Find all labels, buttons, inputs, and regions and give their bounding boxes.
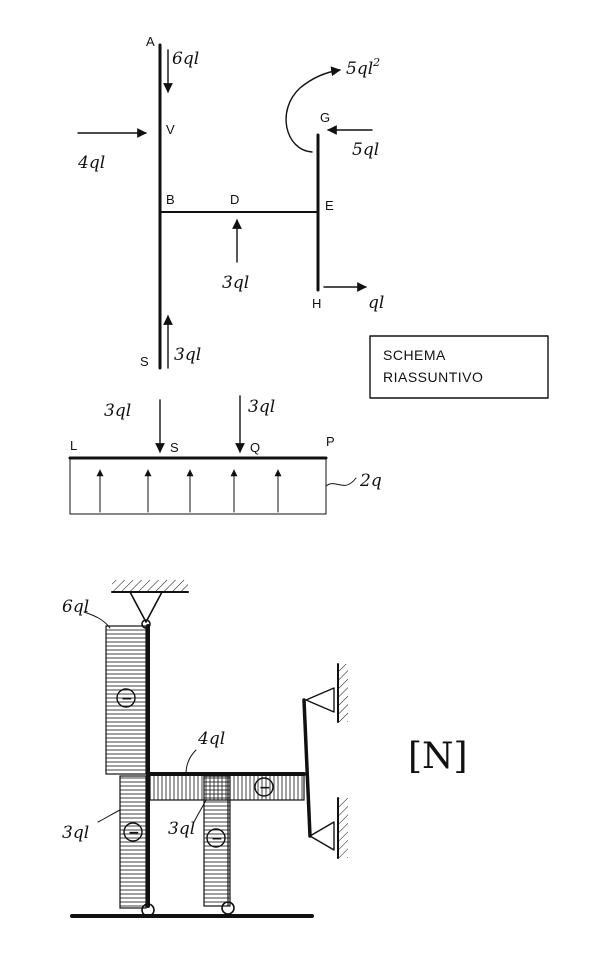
leader-beam xyxy=(185,749,197,775)
sign-circle-mid xyxy=(206,828,226,848)
beam-scheme: 2q 3ql 3ql L S Q P xyxy=(68,395,382,515)
point-s2: S xyxy=(170,440,179,455)
load-beam-q: 3ql xyxy=(248,397,275,417)
n-mid-column xyxy=(203,775,231,907)
load-g: 5ql xyxy=(352,140,379,160)
load-v: 4ql xyxy=(77,153,105,173)
schema-line2: RIASSUNTIVO xyxy=(383,369,483,385)
right-support-bottom xyxy=(309,821,335,851)
right-support-top-hatch xyxy=(338,664,348,722)
n-left-upper xyxy=(105,625,147,775)
dist-load-leader xyxy=(325,477,357,487)
moment-arc-g xyxy=(285,66,341,153)
diagram-title: [N] xyxy=(408,736,468,777)
moment-base: 5ql xyxy=(346,59,373,79)
load-h: ql xyxy=(368,293,384,313)
normal-force-diagram: − − − − 6ql 4ql 3ql 3ql [N] xyxy=(62,580,468,918)
schema-frame xyxy=(369,335,549,399)
n-value-left-bottom: 3ql xyxy=(62,823,89,843)
right-support-top xyxy=(305,687,335,713)
n-left-lower xyxy=(119,775,147,909)
n-value-top: 6ql xyxy=(62,597,89,617)
ground-pin-left xyxy=(141,903,155,917)
schema-box: SCHEMA RIASSUNTIVO xyxy=(369,335,549,399)
point-q: Q xyxy=(250,440,260,455)
point-v: V xyxy=(166,122,175,137)
leader-left-bottom xyxy=(97,809,121,823)
point-a: A xyxy=(146,34,155,49)
point-d: D xyxy=(230,192,239,207)
sign-circle-left-lower xyxy=(123,822,143,842)
point-e: E xyxy=(325,198,334,213)
leader-top xyxy=(83,611,111,629)
schema-line1: SCHEMA xyxy=(383,347,446,363)
sign-left-lower: − xyxy=(128,825,140,841)
point-p: P xyxy=(326,434,335,449)
ground-pin-mid xyxy=(221,901,235,915)
load-beam-s: 3ql xyxy=(104,401,131,421)
point-b: B xyxy=(166,192,175,207)
n-value-mid-bottom: 3ql xyxy=(168,819,195,839)
dist-load-label: 2q xyxy=(359,471,382,491)
sign-left-upper: − xyxy=(121,691,133,707)
moment-exp: 2 xyxy=(372,56,380,69)
sign-circle-beam xyxy=(254,777,274,797)
load-moment-g: 5ql2 xyxy=(346,56,380,79)
sign-circle-left-upper xyxy=(116,688,136,708)
load-a: 6ql xyxy=(172,49,199,69)
frame-structure xyxy=(158,43,320,370)
leader-mid xyxy=(193,799,207,823)
top-support-hinge xyxy=(129,591,163,623)
point-h: H xyxy=(312,296,321,311)
load-s: 3ql xyxy=(174,345,201,365)
load-d: 3ql xyxy=(222,273,249,293)
point-s: S xyxy=(140,354,149,369)
sign-beam: − xyxy=(259,780,271,796)
point-l: L xyxy=(70,438,77,453)
n-value-beam: 4ql xyxy=(197,729,225,749)
right-support-bottom-hatch xyxy=(338,798,348,858)
point-g: G xyxy=(320,110,330,125)
sign-mid: − xyxy=(211,831,223,847)
n-right-column xyxy=(302,698,312,838)
top-support-hatch xyxy=(112,580,188,592)
